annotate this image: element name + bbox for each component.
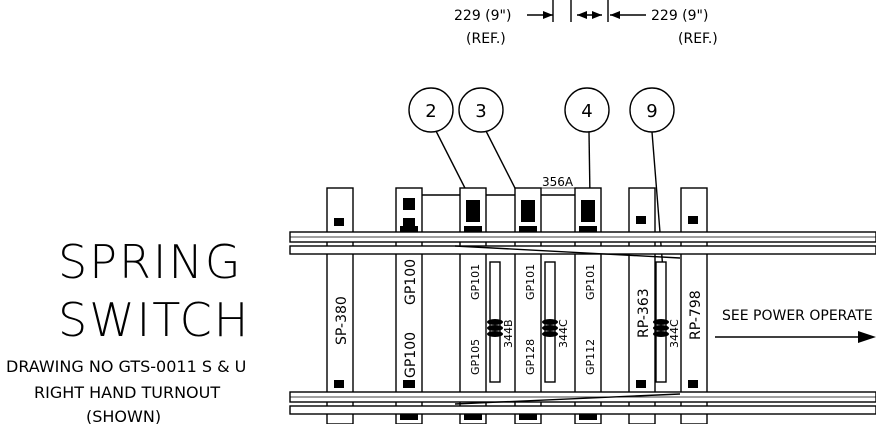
title-spring: SPRING: [58, 235, 243, 289]
label-gp101-a: GP101: [469, 264, 482, 300]
rail-clips: [400, 226, 597, 420]
callout-2: 2: [425, 101, 436, 122]
tie-labels: SP-380 GP100 GP100 GP101 GP105 GP101 GP1…: [334, 259, 704, 378]
label-rp798: RP-798: [688, 290, 704, 340]
callout-bubbles: 2 3 4 9: [408, 87, 675, 271]
tie-plates: [334, 198, 698, 388]
dimension-annotations: 229 (9") (REF.) 229 (9") (REF.): [454, 0, 718, 47]
dimension-right-ref: (REF.): [678, 31, 718, 47]
label-gp112: GP112: [584, 339, 597, 375]
label-gp100-a: GP100: [403, 259, 419, 305]
label-gp101-c: GP101: [584, 264, 597, 300]
label-gp101-b: GP101: [524, 264, 537, 300]
label-344c-b: 344C: [668, 319, 681, 348]
label-344c-a: 344C: [557, 319, 570, 348]
label-gp100-b: GP100: [403, 332, 419, 378]
title-switch: SWITCH: [58, 293, 250, 347]
dimension-left-ref: (REF.): [466, 31, 506, 47]
label-344b: 344B: [502, 319, 515, 348]
label-gp128: GP128: [524, 339, 537, 375]
shown-note: (SHOWN): [86, 407, 161, 424]
label-gp105: GP105: [469, 339, 482, 375]
arrow-right-icon: [858, 331, 876, 343]
callout-3: 3: [475, 101, 486, 122]
callout-9: 9: [646, 101, 657, 122]
spring-assemblies: [487, 261, 669, 383]
label-sp380: SP-380: [334, 296, 350, 345]
dimension-left: 229 (9"): [454, 8, 511, 24]
dimension-right: 229 (9"): [651, 8, 708, 24]
drawing-number: DRAWING NO GTS-0011 S & U: [6, 357, 246, 376]
label-356a: 356A: [542, 175, 574, 189]
label-rp363: RP-363: [636, 288, 652, 338]
see-power-operate: SEE POWER OPERATE: [722, 308, 873, 324]
turnout-note: RIGHT HAND TURNOUT: [34, 383, 220, 402]
callout-4: 4: [581, 101, 592, 122]
rails: [289, 231, 876, 415]
